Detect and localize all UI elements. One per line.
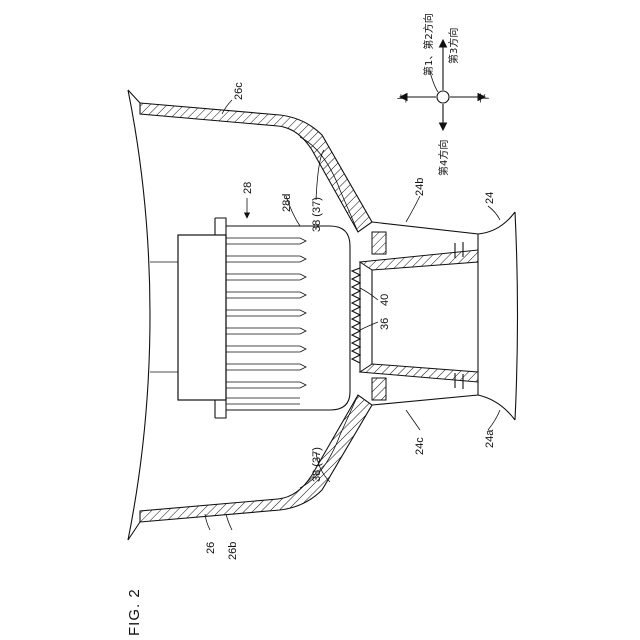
label-36: 36 bbox=[379, 318, 391, 330]
label-24a: 24a bbox=[484, 429, 496, 448]
label-fourth-direction: 第4方向 bbox=[437, 140, 450, 176]
label-26c: 26c bbox=[233, 82, 245, 100]
label-down: 下 bbox=[480, 93, 491, 103]
label-28: 28 bbox=[242, 182, 254, 194]
housing-wall-hatched bbox=[140, 103, 372, 232]
label-24b: 24b bbox=[414, 178, 426, 196]
figure-title: FIG. 2 bbox=[126, 588, 143, 636]
label-third-direction: 第3方向 bbox=[447, 28, 460, 64]
connector-pins bbox=[226, 238, 306, 404]
housing-outer-left bbox=[128, 90, 150, 540]
label-38-37-top: 38 (37) bbox=[311, 197, 323, 232]
label-first-second-direction: 第1、第2方向 bbox=[422, 13, 435, 76]
label-26b: 26b bbox=[227, 542, 239, 560]
label-up: 上 bbox=[397, 93, 409, 103]
label-38-37-bottom: 38 (37) bbox=[311, 447, 323, 482]
housing-26 bbox=[128, 90, 372, 540]
label-28d: 28d bbox=[281, 194, 293, 212]
tube-24 bbox=[360, 212, 518, 420]
origin-circle bbox=[437, 91, 449, 103]
seal-teeth-40 bbox=[352, 268, 360, 363]
connector-body bbox=[178, 235, 226, 400]
label-26: 26 bbox=[205, 542, 217, 554]
label-24c: 24c bbox=[414, 437, 426, 455]
label-24: 24 bbox=[484, 192, 496, 204]
connector-28 bbox=[178, 218, 350, 418]
label-40: 40 bbox=[379, 294, 391, 306]
leader-lines bbox=[205, 100, 500, 530]
housing-wall-lower-hatched bbox=[140, 395, 372, 522]
direction-indicator bbox=[400, 40, 485, 130]
